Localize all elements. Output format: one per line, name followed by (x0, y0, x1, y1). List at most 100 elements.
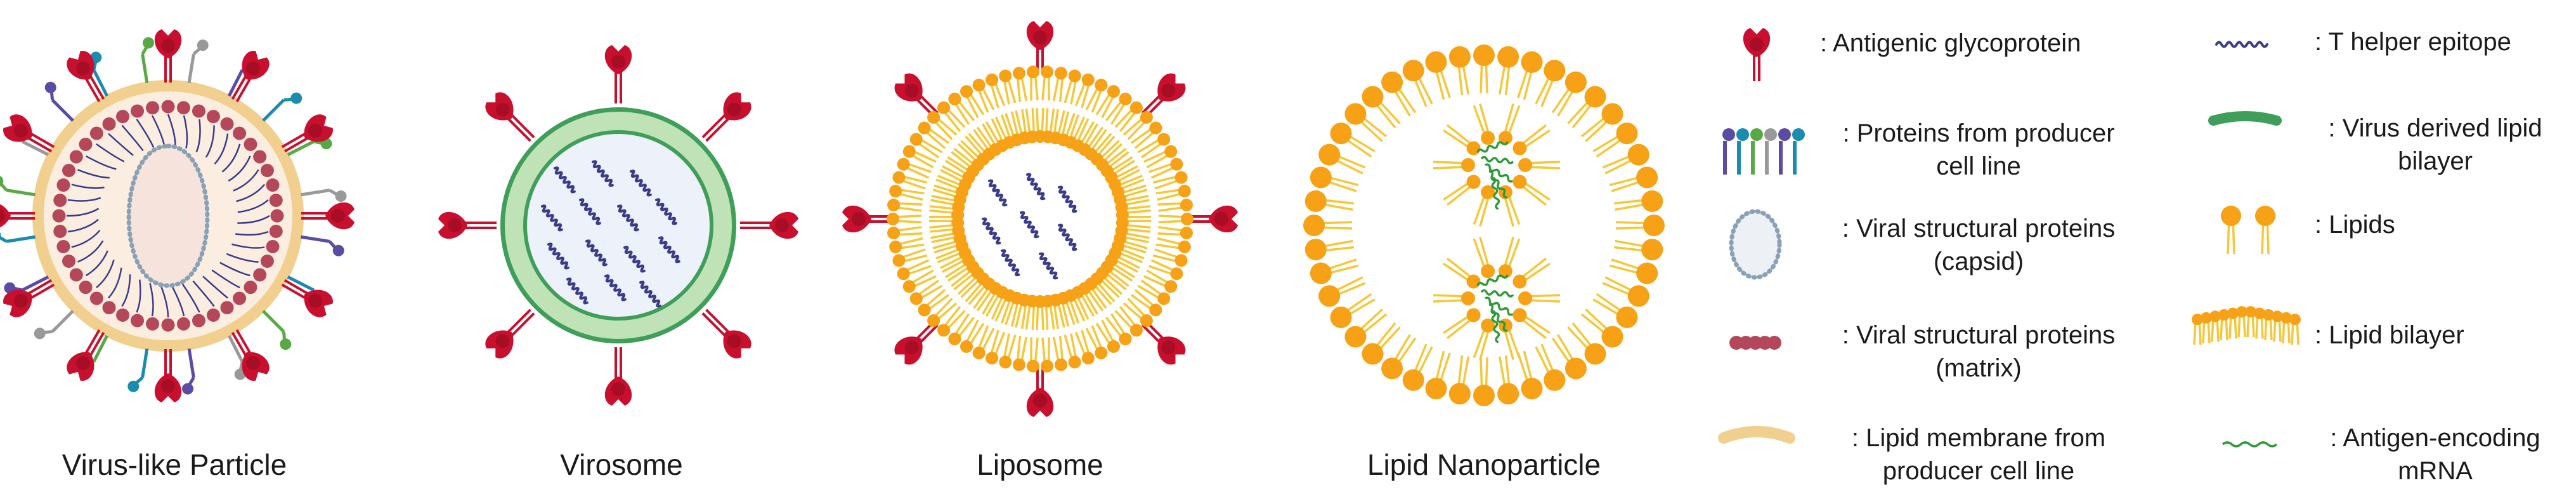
lipid-icon (1580, 103, 1623, 142)
virosome-illustration (438, 45, 798, 406)
t-helper-epitope-icon (579, 198, 601, 225)
lipid-icon (1090, 135, 1120, 166)
lipid-nanoparticle-illustration (1303, 44, 1665, 406)
lipid-icon (1517, 51, 1543, 100)
lipid-icon (1425, 350, 1451, 400)
matrix-protein-bead (266, 239, 280, 253)
matrix-protein-bead (131, 314, 145, 328)
genome-strand (85, 250, 108, 277)
lipid-icon (948, 313, 975, 345)
genome-strand (183, 115, 188, 149)
lipid-icon (927, 110, 958, 140)
legend-lipid-bilayer: : Lipid bilayer (2315, 321, 2464, 349)
lipid-icon (986, 329, 1006, 365)
genome-strand (211, 269, 240, 289)
genome-strand (96, 259, 115, 289)
lipid-icon (1105, 93, 1132, 125)
genome-strand (237, 199, 269, 213)
producer-protein-icon (262, 92, 302, 122)
lipid-icon (1551, 334, 1587, 380)
genome-strand (108, 133, 134, 156)
lipid-icon (1105, 313, 1132, 345)
lipid-icon (1116, 208, 1152, 222)
matrix-protein-bead (192, 314, 205, 328)
lipid-icon (1448, 355, 1471, 405)
glycoprotein-icon (894, 73, 939, 118)
lipid-icon (976, 282, 1002, 315)
glycoprotein-icon (604, 347, 632, 406)
t-helper-epitope-icon (604, 274, 627, 302)
lipid-icon (2255, 206, 2275, 255)
mrna-strand-icon (1491, 176, 1500, 210)
lipid-icon (1497, 46, 1519, 96)
glycoprotein-icon (701, 92, 751, 142)
mrna-strand-icon (1488, 303, 1507, 332)
legend-protein-head (1722, 128, 1735, 141)
genome-strand (71, 183, 105, 189)
lipid-icon (1052, 336, 1068, 371)
t-helper-epitope-icon (982, 217, 1001, 245)
lipid-icon (1310, 166, 1359, 192)
matrix-protein-bead (62, 164, 76, 178)
mrna-strand-icon (1480, 156, 1514, 164)
genome-strand (66, 208, 100, 217)
lipid-icon (1615, 215, 1665, 236)
lipid-icon (1052, 67, 1068, 102)
matrix-protein-bead (161, 318, 175, 332)
lipid-icon (986, 73, 1006, 109)
matrix-protein-bead (220, 301, 234, 315)
lipid-icon (1473, 236, 1495, 279)
genome-strand (67, 197, 101, 202)
t-helper-epitope-icon (639, 281, 661, 308)
lipid-icon (1026, 65, 1039, 101)
matrix-protein-bead (89, 126, 103, 140)
lipid-icon (1518, 158, 1561, 172)
matrix-protein-bead (53, 224, 67, 238)
glycoprotein-icon (740, 211, 798, 239)
t-helper-epitope-icon (1039, 252, 1058, 280)
lipid-icon (1344, 103, 1388, 142)
glycoprotein-icon (67, 329, 105, 381)
matrix-protein-bead (56, 178, 70, 192)
lipid-icon (1512, 257, 1551, 289)
matrix-protein-bead (161, 100, 175, 114)
lipid-icon (1433, 158, 1475, 172)
lipid-icon (1609, 166, 1658, 192)
genome-strand (121, 124, 144, 152)
lipid-icon (1567, 86, 1606, 129)
lipid-icon (1155, 237, 1191, 253)
glycoprotein-icon (485, 308, 535, 359)
matrix-protein-bead (269, 194, 283, 208)
t-helper-epitope-icon (1058, 223, 1077, 251)
matrix-protein-bead (116, 110, 130, 124)
mrna-strand-icon (1491, 310, 1500, 343)
matrix-protein-bead (270, 209, 284, 223)
matrix-protein-bead (102, 117, 116, 131)
lipid-icon (1498, 318, 1521, 361)
producer-protein-icon (34, 310, 74, 340)
matrix-protein-bead (260, 164, 274, 178)
lipid-icon (1443, 124, 1481, 156)
matrix-protein-bead (146, 317, 160, 331)
producer-protein-icon (127, 348, 149, 392)
genome-strand (228, 156, 251, 182)
t-helper-epitope-icon (630, 169, 652, 197)
glycoprotein-icon (3, 114, 55, 153)
legend-icons (1718, 28, 2301, 448)
t-helper-epitope-icon (988, 179, 1008, 207)
mrna-strand-icon (1476, 274, 1509, 286)
glycoprotein-icon (301, 202, 355, 230)
mrna-strand-icon (1480, 289, 1514, 298)
legend-membrane-icon (1718, 426, 1795, 444)
lipid-icon (889, 237, 925, 253)
lipid-icon (960, 85, 985, 119)
glycoprotein-icon (701, 308, 751, 359)
t-helper-epitope-icon (541, 204, 563, 232)
matrix-protein-bead (206, 110, 220, 124)
lipid-icon (1095, 319, 1120, 353)
genome-strand (136, 119, 155, 148)
legend-protein-head (1750, 128, 1763, 141)
lipid-icon (2218, 309, 2230, 341)
